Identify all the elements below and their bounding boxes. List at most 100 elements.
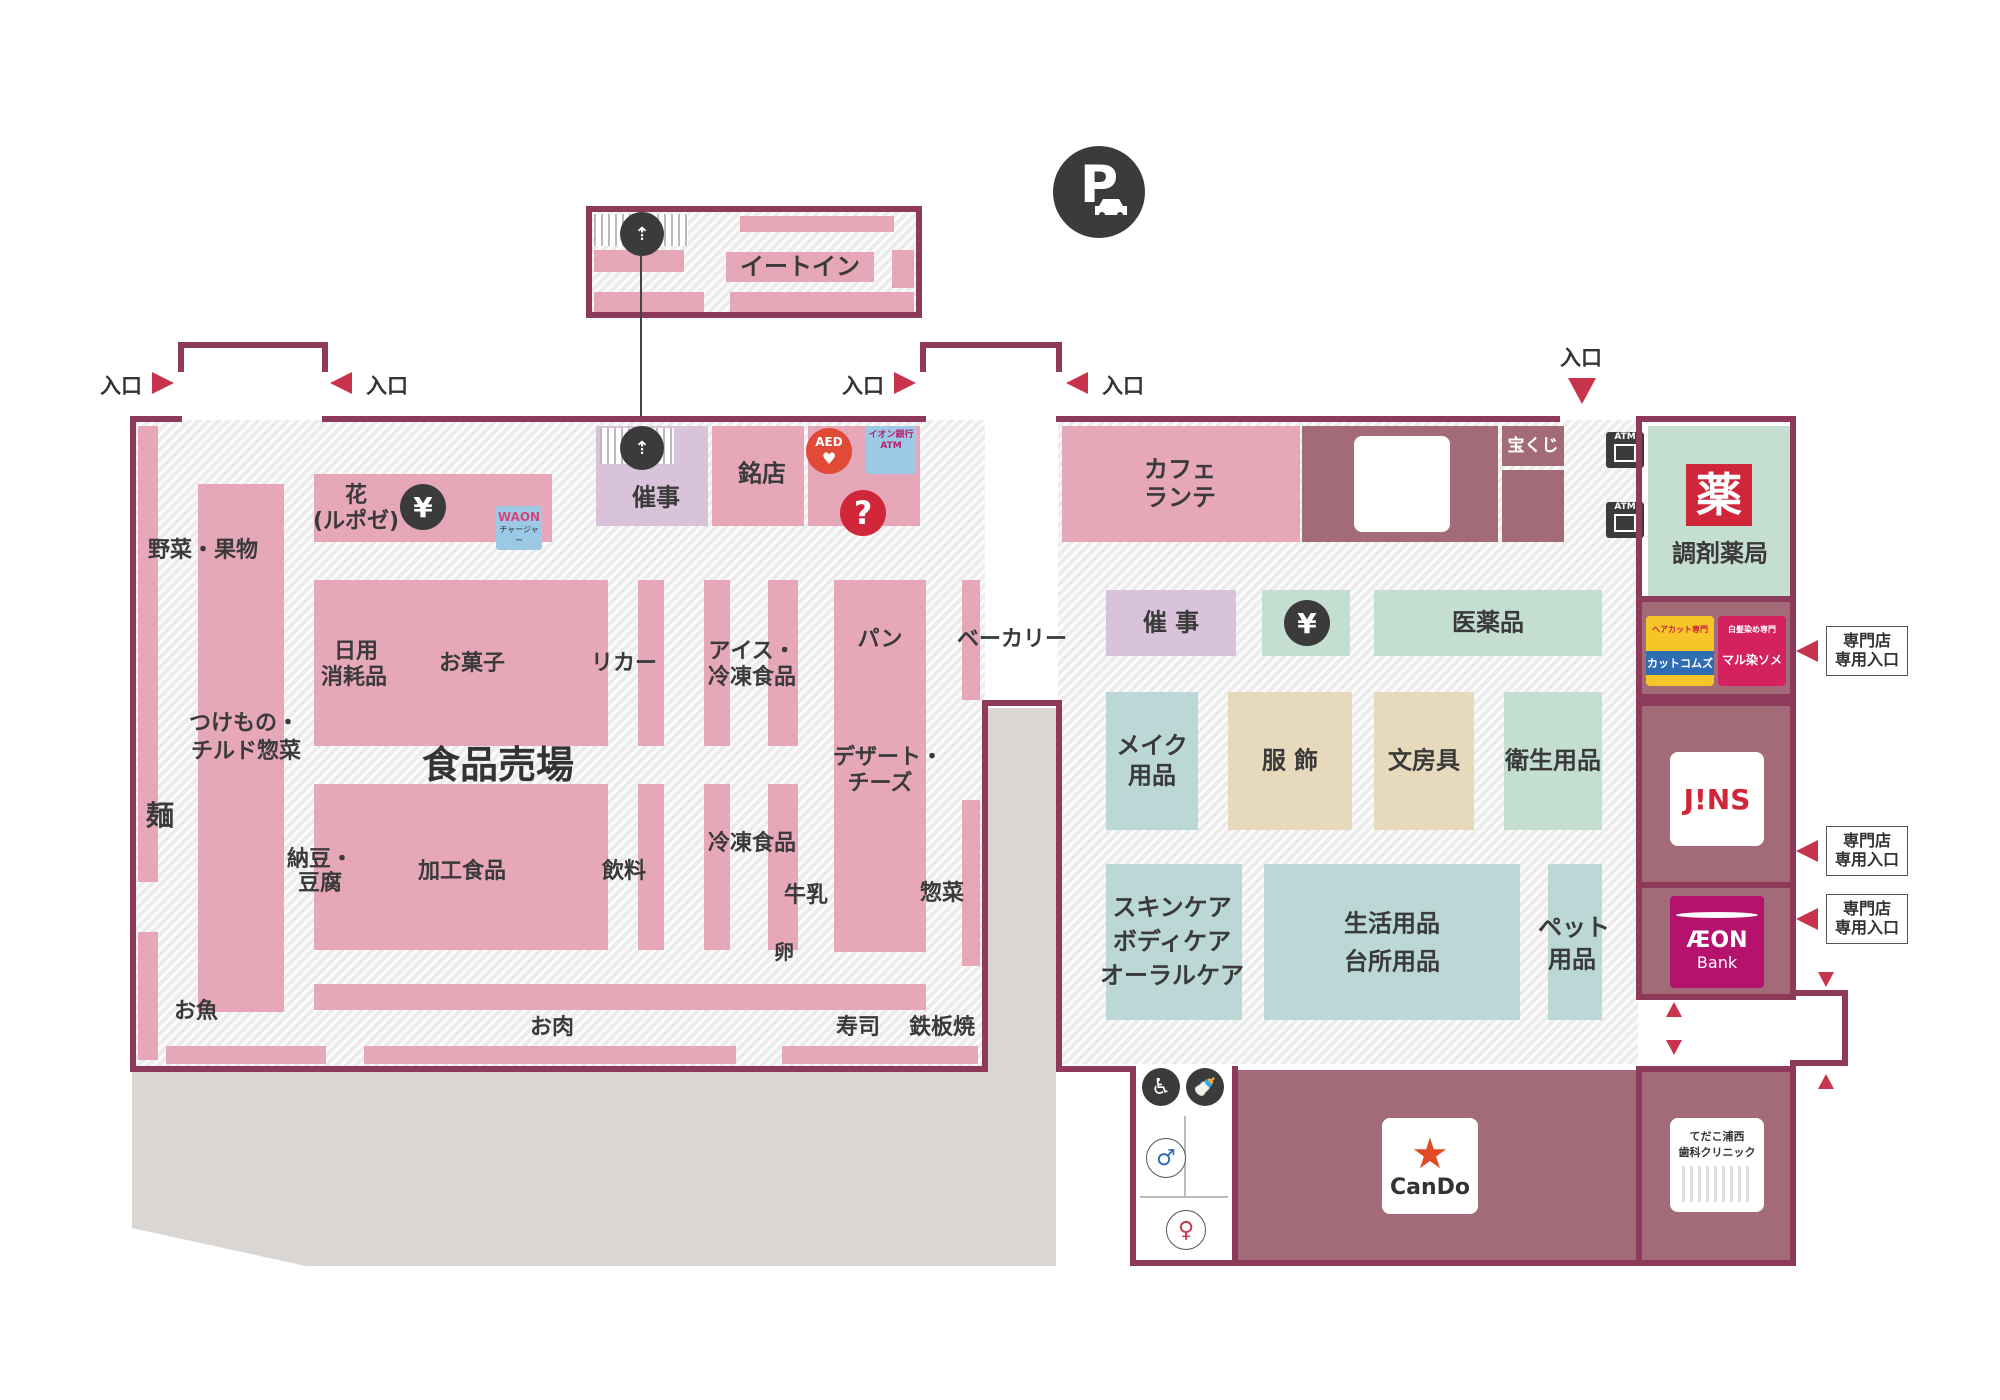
arrow-down-icon	[1818, 972, 1834, 987]
label-makeup-2: 用品	[1128, 761, 1176, 790]
label-daily-2: 消耗品	[320, 664, 388, 690]
arrow-up-icon	[1818, 1074, 1834, 1089]
arrow-right-icon	[152, 372, 174, 394]
label-processed: 加工食品	[417, 858, 507, 884]
label-pet-2: 用品	[1548, 945, 1596, 974]
label-natto-1: 納豆・	[286, 846, 354, 872]
label-milk: 牛乳	[783, 882, 829, 908]
outdoor-area	[132, 708, 1056, 1266]
label-cafe-1: カフェ	[1144, 455, 1216, 484]
section-pet	[1548, 864, 1602, 1020]
label-living-2: 台所用品	[1344, 947, 1440, 976]
label-skincare-1: スキンケア	[1112, 893, 1232, 922]
label-pickles-2: チルド惣菜	[190, 738, 302, 764]
mister-donut-logo	[1354, 436, 1450, 532]
label-pickles-1: つけもの・	[188, 710, 300, 736]
section-medicine: 医薬品	[1374, 590, 1602, 656]
atm-yen-icon-right: ¥	[1284, 600, 1330, 646]
label-flowers-1: 花	[344, 482, 368, 508]
section-processed	[314, 784, 608, 950]
section-skincare	[1106, 864, 1242, 1020]
section-clothing: 服 飾	[1228, 692, 1352, 830]
specialty-entrance-2: 専門店専用入口	[1826, 826, 1908, 876]
label-dessert-2: チーズ	[847, 770, 913, 796]
waon-charger-icon: WAON チャージャー	[496, 506, 542, 550]
arrow-left-icon	[1796, 908, 1818, 930]
section-milk	[768, 784, 798, 950]
atm-yen-icon-food: ¥	[400, 484, 446, 530]
accessible-icon: ♿	[1142, 1068, 1180, 1106]
arrow-down-icon	[1666, 1040, 1682, 1055]
section-ice	[704, 580, 730, 746]
label-meat: お肉	[529, 1014, 575, 1040]
label-pet-1: ペット	[1538, 913, 1610, 942]
escalator-icon-lower: ⇡	[620, 426, 664, 470]
cutcomz-shop: ヘアカット専門 カットコムズ	[1646, 616, 1714, 686]
label-ice-1: アイス・	[708, 638, 796, 664]
label-natto-2: 豆腐	[297, 870, 343, 896]
arrow-up-icon	[1666, 1002, 1682, 1017]
jins-logo: J!NS	[1670, 752, 1764, 846]
section-drinks	[638, 784, 664, 950]
section-frozen	[704, 784, 730, 950]
label-bakery: ベーカリー	[956, 626, 1068, 652]
section-bakery	[962, 580, 980, 700]
label-skincare-3: オーラルケア	[1100, 961, 1244, 990]
label-daily-1: 日用	[333, 638, 379, 664]
arrow-left-icon	[330, 372, 352, 394]
label-vegetables: 野菜・果物	[148, 538, 259, 563]
section-hygiene: 衛生用品	[1504, 692, 1602, 830]
label-event-food: 催事	[632, 483, 680, 512]
eat-in-label: イートイン	[740, 252, 860, 281]
arrow-down-icon	[1568, 378, 1596, 404]
arrow-left-icon	[1796, 640, 1818, 662]
label-cafe-2: ランテ	[1144, 483, 1216, 512]
car-icon	[1095, 199, 1127, 218]
entrance-left-inner: 入口	[366, 374, 408, 398]
star-icon: ★	[1411, 1128, 1449, 1178]
label-teppan: 鉄板焼	[908, 1014, 976, 1040]
label-dessert-1: デザート・	[832, 744, 944, 770]
aeon-bank-logo: ÆON Bank	[1670, 896, 1764, 988]
section-pickles	[198, 484, 284, 1012]
entrance-top-right: 入口	[1560, 346, 1602, 370]
arrow-left-icon	[1066, 372, 1088, 394]
specialty-entrance-3: 専門店専用入口	[1826, 894, 1908, 944]
label-drinks: 飲料	[601, 858, 647, 884]
label-fish: お魚	[173, 998, 219, 1024]
section-living	[1264, 864, 1520, 1020]
pharmacy-icon: 薬	[1686, 464, 1752, 526]
section-liquor	[638, 580, 664, 746]
section-bread	[834, 580, 926, 952]
section-makeup	[1106, 692, 1198, 830]
section-meat	[314, 984, 926, 1010]
entrance-center-right: 入口	[1102, 374, 1144, 398]
label-living-1: 生活用品	[1344, 909, 1440, 938]
clinic-logo: てだこ浦西 歯科クリニック	[1670, 1118, 1764, 1212]
marusome-shop: 白髪染め専門 マル染ソメ	[1718, 616, 1786, 686]
label-snacks: お菓子	[438, 650, 506, 676]
information-icon[interactable]: ?	[840, 490, 886, 536]
cafe-lante	[1062, 426, 1300, 542]
label-skincare-2: ボディケア	[1112, 927, 1232, 956]
label-flowers-2: (ルポゼ)	[312, 508, 400, 534]
label-meiten: 銘店	[738, 459, 786, 488]
escalator-icon-upper: ⇡	[620, 212, 664, 256]
label-ice-2: 冷凍食品	[707, 664, 797, 690]
arrow-right-icon	[894, 372, 916, 394]
label-makeup-1: メイク	[1116, 731, 1188, 760]
label-egg: 卵	[774, 940, 794, 964]
specialty-entrance-1: 専門店専用入口	[1826, 626, 1908, 676]
lottery: 宝くじ	[1502, 426, 1564, 466]
label-pharmacy: 調剤薬局	[1672, 539, 1768, 568]
eat-in-area: イートイン	[726, 252, 874, 282]
food-floor-title: 食品売場	[421, 743, 575, 788]
section-meiten	[712, 426, 804, 526]
label-deli: 惣菜	[919, 880, 965, 906]
baby-bottle-icon: 🍼	[1186, 1068, 1224, 1106]
section-event-right: 催 事	[1106, 590, 1236, 656]
clinic-illustration-icon	[1682, 1166, 1752, 1202]
section-snacks	[314, 580, 608, 746]
mens-restroom-icon: ♂	[1146, 1138, 1186, 1178]
